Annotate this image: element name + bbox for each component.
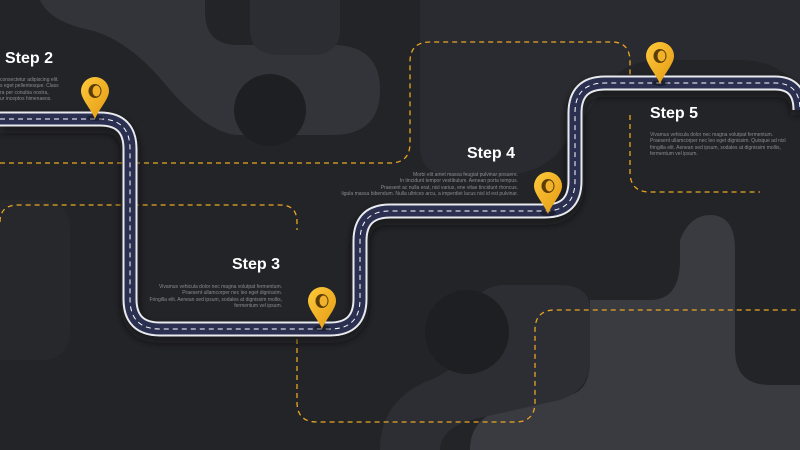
map-pin-icon — [81, 77, 109, 121]
step-5-heading: Step 5 — [650, 105, 699, 122]
step-2-text-line: consectetur adipiscing elit. — [0, 77, 59, 83]
map-pin-icon — [646, 42, 674, 86]
step-4-text-line: Morbi elit amet massa feugiat pulvinar p… — [412, 172, 518, 178]
dashed-guide — [0, 204, 298, 230]
step-2-text-line: s eget pellentesque. Class — [0, 83, 59, 90]
step-5-text-line: fermentum vel ipsum. — [650, 150, 698, 157]
step-5-text-line: Vivamus vehicula dolor nec magna volutpa… — [650, 132, 774, 138]
dashed-guide — [296, 309, 800, 423]
step-3-text-line: Praesent ullamcorper nec leo eget dignis… — [182, 290, 282, 297]
step-3-text-line: Fringilla elit. Aenean sed ipsum, sodale… — [149, 296, 282, 303]
step-2-text: consectetur adipiscing elit. s eget pell… — [0, 77, 59, 102]
map-pin-icon — [534, 172, 562, 216]
dashed-guide — [0, 41, 631, 164]
step-5-text: Vivamus vehicula dolor nec magna volutpa… — [650, 132, 786, 157]
road — [0, 75, 800, 337]
step-3-heading: Step 3 — [232, 256, 281, 273]
dashed-guides — [0, 41, 800, 423]
road-center-line — [0, 82, 800, 330]
step-2-text-line: ur inceptos himenaeos. — [0, 95, 52, 102]
background-circle — [425, 290, 509, 374]
background-blob — [420, 0, 800, 175]
step-4-text-line: ligula massa bibendum. Nulla ultrices ar… — [341, 190, 518, 197]
step-3-text-line: fermentum vel ipsum. — [234, 302, 282, 309]
step-2-text-line: ra per conubia nostra, — [0, 89, 49, 96]
step-4-text: Morbi elit amet massa feugiat pulvinar p… — [342, 172, 518, 197]
map-pin-icon — [308, 287, 336, 331]
step-3-text: Vivamus vehicula dolor nec magna volutpa… — [149, 284, 282, 309]
background-blob — [470, 215, 800, 450]
background-blob — [250, 0, 340, 55]
step-2-heading: Step 2 — [5, 50, 54, 67]
background-blob — [0, 200, 70, 360]
step-4-text-line: In tincidunt tempor vestibulum. Aenean p… — [399, 178, 518, 185]
dashed-guide — [629, 115, 760, 193]
step-5-text-line: fringilla elit. Aenean sed ipsum, sodale… — [650, 144, 781, 151]
background-circle — [234, 74, 306, 146]
step-4-heading: Step 4 — [467, 145, 516, 162]
step-4-text-line: Praesent ac nulla erat, nisl varius, ene… — [380, 184, 518, 191]
step-5-text-line: Praesent ullamcorper nec leo eget dignis… — [650, 138, 786, 145]
step-3-text-line: Vivamus vehicula dolor nec magna volutpa… — [158, 284, 282, 290]
